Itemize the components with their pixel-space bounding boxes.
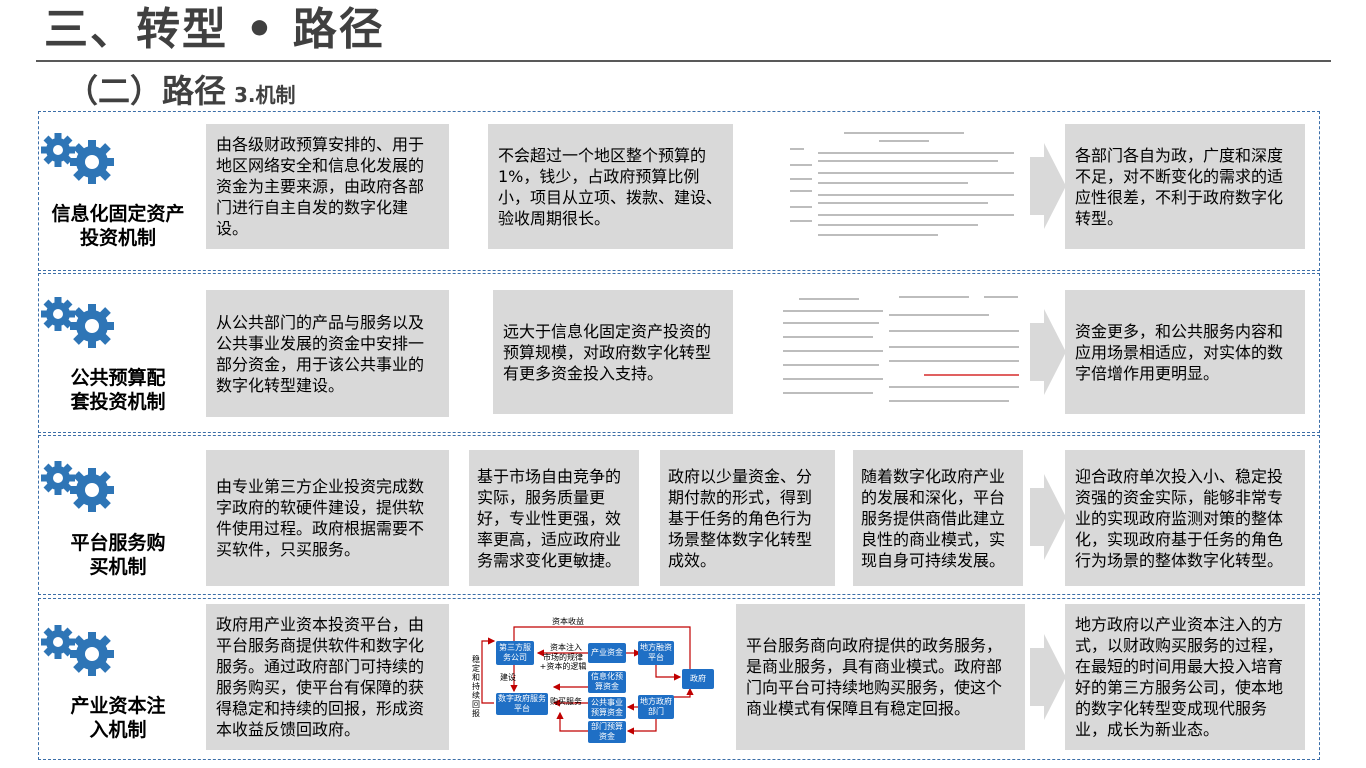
row3-box-market: 基于市场自由竞争的实际，服务质量更好，专业性更强，效率更高，适应政府业务需求变化… [469,450,639,586]
row2-conclusion: 资金更多，和公共服务内容和应用场景相适应，对实体的数字倍增作用更明显。 [1065,290,1305,414]
row-fixed-asset [38,111,1320,271]
row-label-fixed-asset: 信息化固定资产投资机制 [51,203,185,249]
subtitle-sub: 3.机制 [234,83,296,107]
flow-node-it-budget: 信息化预算资金 [588,671,626,693]
flow-node-gov: 政府 [682,669,714,689]
row-label-platform-service: 平台服务购买机制 [70,532,166,578]
flow-arrows [481,626,694,735]
row2-box-scale: 远大于信息化固定资产投资的预算规模，对政府数字化转型有更多资金投入支持。 [493,290,733,414]
row3-box-payment: 政府以少量资金、分期付款的形式，得到基于任务的角色行为场景整体数字化转型成效。 [660,450,835,586]
row-label-public-budget: 公共预算配套投资机制 [70,367,166,413]
gears-icon [41,133,114,184]
gears-icon [41,297,114,348]
flow-label-buy-service: 购买服务 [550,697,582,706]
row1-document-thumbnail [784,124,1026,244]
row4-arrow-icon [1030,634,1066,720]
flow-node-dept-budget: 部门预算资金 [588,721,626,743]
row-public-budget [38,273,1320,433]
flow-node-platform: 数字政府服务平台 [496,693,548,715]
row4-box-model: 政府用产业资本投资平台，由平台服务商提供软件和数字化服务。通过政府部门可持续的服… [206,604,449,750]
row2-arrow-icon [1030,309,1066,395]
title-divider [36,60,1331,62]
row4-conclusion: 地方政府以产业资本注入的方式，以财政购买服务的过程，在最短的时间用最大投入培育好… [1065,604,1305,750]
flow-node-industry-fund: 产业资金 [588,643,626,663]
flow-node-third-party: 第三方服务公司 [496,641,534,665]
row1-arrow-icon [1030,143,1066,229]
row3-box-industry: 随着数字化政府产业的发展和深化，平台服务提供商借此建立良性的商业模式，实现自身可… [853,450,1023,586]
row4-box-business: 平台服务商向政府提供的政务服务，是商业服务，具有商业模式。政府部门向平台可持续地… [736,604,1025,750]
flow-label-stable-return: 稳定和持续回报 [472,655,480,718]
flow-label-capital-return: 资本收益 [552,617,584,626]
row3-conclusion: 迎合政府单次投入小、稳定投资强的资金实际，能够非常专业的实现政府监测对策的整体化… [1065,450,1305,586]
gears-icon [41,625,114,676]
gears-icon [41,461,114,512]
flow-label-build: 建设 [500,673,516,682]
flow-node-local-finance: 地方融资平台 [638,641,674,665]
row-platform-service [38,435,1320,595]
capital-flow-diagram: 资本收益 稳定和持续回报 第三方服务公司 资本注入 市场的规律+资本的逻辑 产业… [470,613,726,747]
row1-conclusion: 各部门各自为政，广度和深度不足，对不断变化的需求的适应性很差，不利于政府数字化转… [1065,124,1305,249]
subtitle-main: （二）路径 [66,72,227,110]
flow-label-capital-in: 资本注入 [550,643,582,652]
row-label-industry-capital: 产业资本注入机制 [70,695,166,741]
page-title: 三、转型 • 路径 [44,4,385,55]
row1-box-source: 由各级财政预算安排的、用于地区网络安全和信息化发展的资金为主要来源，由政府各部门… [206,124,449,249]
section-subtitle: （二）路径 3.机制 [66,70,296,118]
row3-box-model: 由专业第三方企业投资完成数字政府的软硬件建设，提供软件使用过程。政府根据需要不买… [206,450,449,586]
row-industry-capital [38,598,1320,760]
row1-box-scale: 不会超过一个地区整个预算的1%，钱少，占政府预算比例小，项目从立项、拨款、建设、… [488,124,733,249]
flow-node-public-budget: 公共事业预算资金 [588,697,626,719]
flow-node-local-gov-dept: 地方政府部门 [638,695,674,719]
row2-box-source: 从公共部门的产品与服务以及公共事业发展的资金中安排一部分资金，用于该公共事业的数… [206,290,449,417]
flow-label-market-logic: 市场的规律+资本的逻辑 [539,653,587,671]
row3-arrow-icon [1030,474,1066,560]
row2-document-thumbnail [779,290,1023,414]
